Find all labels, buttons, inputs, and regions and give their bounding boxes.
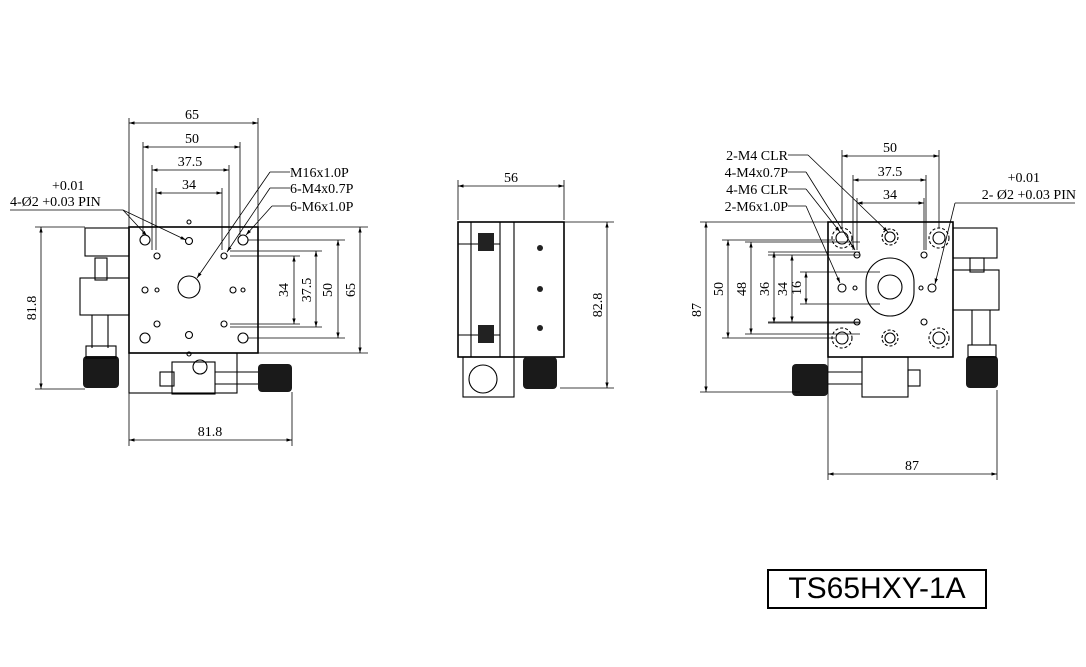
- side-knob-end: [468, 364, 498, 394]
- bottom-dim-left-36: 36: [758, 282, 773, 296]
- bottom-dim-left-87: 87: [690, 303, 705, 317]
- center-slot: [865, 257, 915, 317]
- side-lower-housing: [462, 356, 515, 398]
- bottom-dim-top-50: 50: [883, 141, 897, 156]
- side-dim-width: 56: [504, 171, 518, 186]
- side-knob: [523, 357, 557, 389]
- front-lower-body: [128, 352, 238, 394]
- bottom-right-block: [952, 227, 998, 259]
- front-knob-left: [83, 356, 119, 388]
- bottom-view: 50 37.5 34 2-M4 CLR 4-M4x0.7P 4-M6 CLR 2…: [690, 141, 1076, 480]
- front-dim-top-34: 34: [182, 178, 196, 193]
- bottom-knob-right: [966, 356, 998, 388]
- side-body: [457, 221, 565, 358]
- front-dim-right-50: 50: [321, 283, 336, 297]
- model-label: TS65HXY-1A: [767, 569, 987, 609]
- front-view: 65 50 37.5 34 M16x1.0P 6-M4x0.7P 6-M6x1.…: [10, 108, 368, 446]
- bottom-callout-m4clr: 2-M4 CLR: [726, 149, 789, 164]
- bottom-knob-left: [792, 364, 828, 396]
- side-view: 56 82.8: [457, 171, 614, 398]
- bottom-dim-left-48: 48: [735, 282, 750, 296]
- bottom-dim-top-34: 34: [883, 188, 897, 203]
- bottom-dim-left-50: 50: [712, 282, 727, 296]
- m16-center-hole: [177, 275, 201, 299]
- bottom-callout-pin-tol: +0.01: [1008, 171, 1040, 186]
- front-dim-right-37-5: 37.5: [300, 278, 315, 303]
- front-callout-pin-tol: +0.01: [52, 179, 84, 194]
- front-micrometer-housing: [79, 277, 130, 316]
- front-callout-pin-spec: 4-Ø2 +0.03 PIN: [10, 195, 101, 210]
- front-micrometer-bottom: [171, 361, 216, 395]
- bottom-dim-bottom-width: 87: [905, 459, 919, 474]
- center-hole: [877, 274, 903, 300]
- bottom-callout-pin-spec: 2- Ø2 +0.03 PIN: [982, 188, 1076, 203]
- front-dim-right-65: 65: [344, 283, 359, 297]
- front-dim-bottom-width: 81.8: [198, 425, 223, 440]
- side-dim-height: 82.8: [591, 293, 606, 318]
- bottom-callout-m6clr: 4-M6 CLR: [726, 183, 789, 198]
- front-dim-top-37-5: 37.5: [178, 155, 203, 170]
- bottom-dim-left-34: 34: [776, 282, 791, 296]
- front-left-block: [84, 227, 130, 257]
- front-dim-top-overall: 65: [185, 108, 199, 123]
- front-callout-m4: 6-M4x0.7P: [290, 182, 354, 197]
- bottom-holes: [831, 227, 950, 349]
- side-clamp-top: [478, 233, 494, 251]
- front-callout-m16: M16x1.0P: [290, 166, 349, 181]
- front-clamp-pin: [94, 257, 108, 281]
- front-dim-right-34: 34: [277, 283, 292, 297]
- front-callout-m6: 6-M6x1.0P: [290, 200, 354, 215]
- bottom-dim-left-16: 16: [790, 281, 805, 295]
- bottom-callout-m4: 4-M4x0.7P: [725, 166, 789, 181]
- front-dim-top-50: 50: [185, 132, 199, 147]
- bottom-dim-top-37-5: 37.5: [878, 165, 903, 180]
- front-knob-bottom: [258, 364, 292, 392]
- bottom-callout-m6: 2-M6x1.0P: [725, 200, 789, 215]
- bottom-right-housing: [952, 269, 1000, 311]
- front-dim-left-height: 81.8: [25, 296, 40, 321]
- side-clamp-bottom: [478, 325, 494, 343]
- bottom-micrometer-housing: [861, 356, 909, 398]
